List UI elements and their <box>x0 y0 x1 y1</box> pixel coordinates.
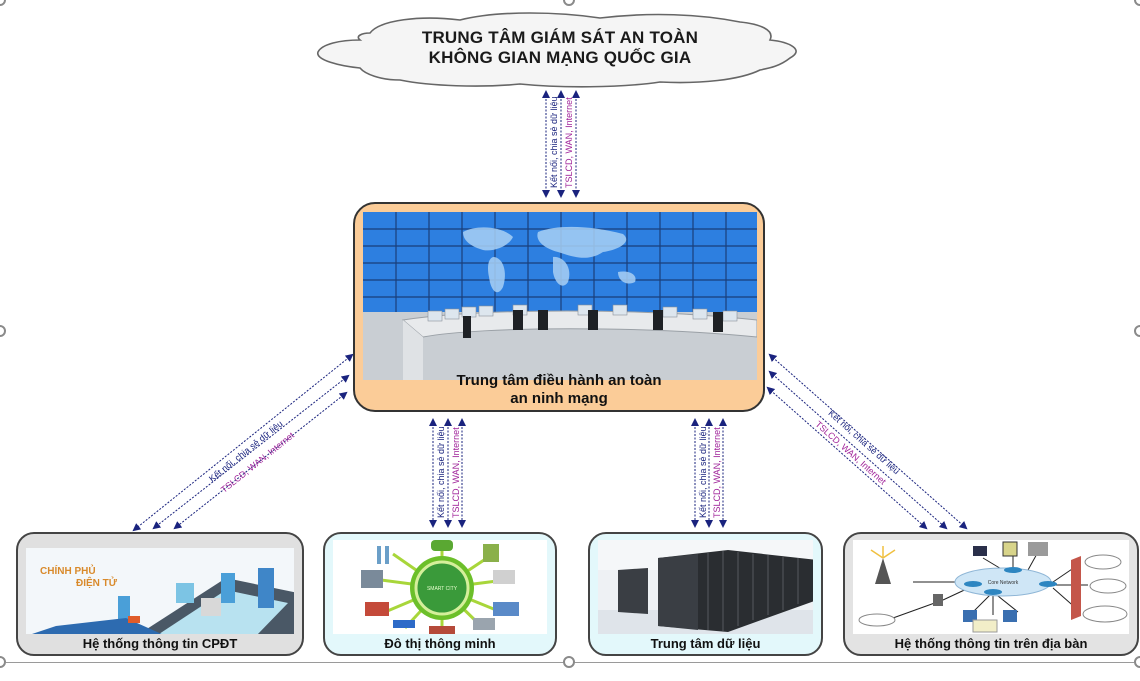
conn-label-mr-1: Kết nối, chia sẻ dữ liệu <box>698 426 708 518</box>
resize-handle-middle-left[interactable] <box>0 325 6 337</box>
control-room-illustration <box>363 212 757 380</box>
egov-caption-line1: CHÍNH PHỦ <box>40 566 96 577</box>
node-smart-city-label: Đô thị thông minh <box>384 636 496 651</box>
resize-handle-middle-right[interactable] <box>1134 325 1140 337</box>
conn-label-mr-2: TSLCD, WAN, Internet <box>712 427 722 518</box>
resize-handle-top-left[interactable] <box>0 0 6 6</box>
center-node: Trung tâm điều hành an toàn an ninh mạng <box>353 202 765 412</box>
arrow-ld-1 <box>132 353 354 532</box>
center-node-label: Trung tâm điều hành an toàn an ninh mạng <box>355 372 763 408</box>
egov-city-illustration <box>32 568 294 634</box>
network-topology-image: Core Network <box>853 540 1129 634</box>
egov-image: CHÍNH PHỦ ĐIỆN TỬ <box>26 548 294 634</box>
node-egov: CHÍNH PHỦ ĐIỆN TỬ Hệ thống thông tin CPĐ… <box>16 532 304 656</box>
resize-handle-bottom-right[interactable] <box>1134 656 1140 668</box>
smart-city-caption: SMART CITY <box>427 586 458 592</box>
arrow-rd-3 <box>766 386 928 530</box>
resize-handle-bottom-left[interactable] <box>0 656 6 668</box>
network-topology-illustration: Core Network <box>858 541 1128 633</box>
center-node-label-line2: an ninh mạng <box>510 390 608 407</box>
top-node-title: TRUNG TÂM GIÁM SÁT AN TOÀN KHÔNG GIAN MẠ… <box>360 28 760 68</box>
conn-label-ml-2: TSLCD, WAN, Internet <box>451 427 461 518</box>
resize-handle-top-right[interactable] <box>1134 0 1140 6</box>
conn-label-ml-1: Kết nối, chia sẻ dữ liệu <box>436 426 446 518</box>
data-center-illustration <box>598 540 813 634</box>
resize-handle-top-center[interactable] <box>563 0 575 6</box>
resize-handle-bottom-center[interactable] <box>563 656 575 668</box>
control-room-image <box>363 212 757 380</box>
smart-city-illustration: SMART CITY <box>361 540 519 634</box>
conn-label-top-1: Kết nối, chia sẻ dữ liệu <box>549 96 559 188</box>
data-center-image <box>598 540 813 634</box>
arrows-left-diagonal <box>132 353 354 532</box>
egov-caption-line2: ĐIỆN TỬ <box>76 578 118 589</box>
node-egov-label: Hệ thống thông tin CPĐT <box>82 636 238 651</box>
node-local-systems: Core Network Hệ thống thông tin trên địa… <box>843 532 1139 656</box>
smart-city-image: SMART CITY <box>333 540 547 634</box>
center-node-label-line1: Trung tâm điều hành an toàn <box>456 372 662 389</box>
top-node-title-line1: TRUNG TÂM GIÁM SÁT AN TOÀN <box>421 28 699 47</box>
node-data-center: Trung tâm dữ liệu <box>588 532 823 656</box>
node-local-systems-label: Hệ thống thông tin trên địa bàn <box>894 636 1088 651</box>
arrow-rd-2 <box>768 370 948 530</box>
core-network-caption: Core Network <box>988 580 1019 586</box>
node-smart-city: SMART CITY Đô thị thông minh <box>323 532 557 656</box>
egov-caption: CHÍNH PHỦ ĐIỆN TỬ <box>40 566 117 590</box>
conn-label-top-2: TSLCD, WAN, Internet <box>564 97 574 188</box>
top-node-title-line2: KHÔNG GIAN MẠNG QUỐC GIA <box>428 48 692 67</box>
node-data-center-label: Trung tâm dữ liệu <box>650 636 761 651</box>
